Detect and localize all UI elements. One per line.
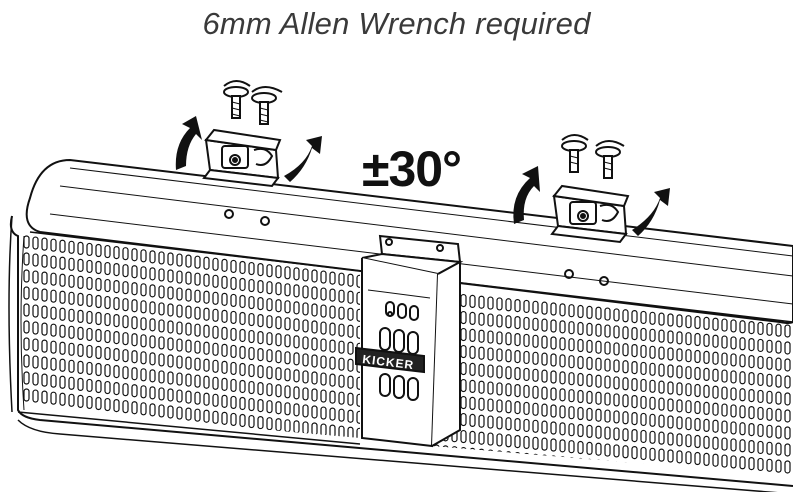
bolt-icon [561,134,625,179]
mounting-bracket-icon [550,184,630,244]
rotate-arrow-icon [175,116,322,182]
rotation-range-label: ±30° [362,141,462,197]
mounting-bracket-icon [202,128,282,188]
brand-label: KICKER [362,352,415,372]
tool-requirement-caption: 6mm Allen Wrench required [202,6,591,41]
bolt-icon [223,80,283,125]
rotate-arrow-icon [513,166,670,236]
center-clamp [355,234,464,448]
